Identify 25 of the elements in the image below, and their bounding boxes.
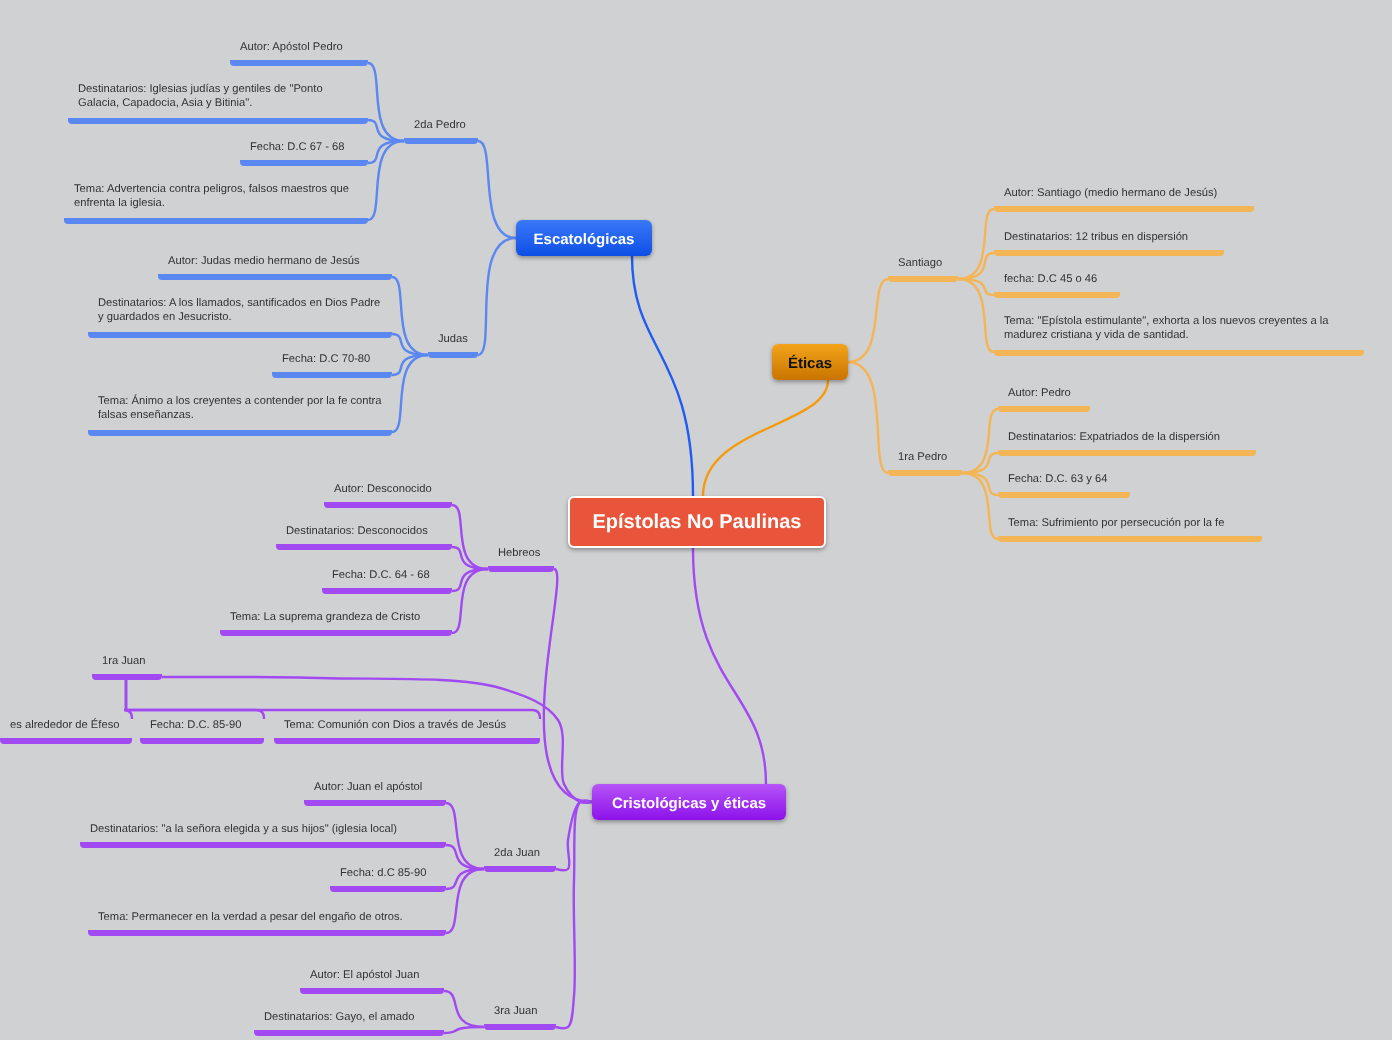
connector-line [367, 61, 405, 143]
connector-line [445, 801, 485, 871]
connector-line [162, 675, 593, 804]
connector-line [443, 1025, 484, 1035]
connector-line [443, 989, 485, 1029]
connector-line [957, 207, 995, 281]
connector-line [367, 139, 405, 222]
connector-line [124, 677, 542, 720]
connector-line [630, 255, 695, 497]
connector-line [961, 407, 999, 475]
connector-line [847, 277, 889, 364]
connector-line [451, 503, 489, 571]
connector-line [445, 867, 485, 935]
connector-line [391, 275, 429, 357]
connector-line [477, 139, 517, 240]
connector-line [555, 799, 593, 1030]
connector-line [957, 277, 995, 354]
connector-line [391, 353, 429, 434]
connector-line [847, 360, 889, 475]
connector-line [961, 471, 999, 541]
connector-line [691, 547, 768, 785]
connector-line [701, 379, 830, 497]
connector-line [477, 236, 517, 357]
root-topic-box: Epístolas No Paulinas [568, 496, 826, 548]
connector-line [451, 567, 489, 635]
